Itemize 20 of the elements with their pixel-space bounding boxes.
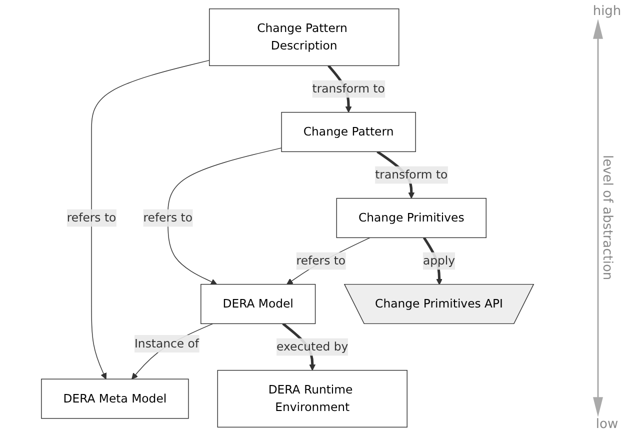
node-box: Change Primitives	[336, 198, 486, 238]
level-label: low	[596, 417, 618, 432]
node-box: DERA Meta Model	[41, 378, 189, 419]
node-box: Change Pattern Description	[209, 8, 400, 66]
arrow	[168, 148, 282, 285]
edge-label: executed by	[276, 340, 348, 354]
edge-label: Instance of	[134, 336, 200, 350]
edge-label: transform to	[312, 82, 385, 96]
edge-label: refers to	[66, 210, 116, 225]
arrow	[132, 323, 214, 380]
arrow	[91, 60, 210, 380]
node-box: Change Pattern	[281, 112, 416, 152]
arrow	[286, 237, 370, 285]
edge-label: refers to	[143, 210, 193, 225]
edge-label: refers to	[296, 254, 346, 268]
node-box: DERA Runtime Environment	[217, 370, 408, 428]
level-label: high	[592, 4, 622, 19]
node-box: DERA Model	[200, 284, 316, 324]
edge-label: apply	[422, 254, 456, 268]
edge-label: transform to	[375, 168, 448, 182]
